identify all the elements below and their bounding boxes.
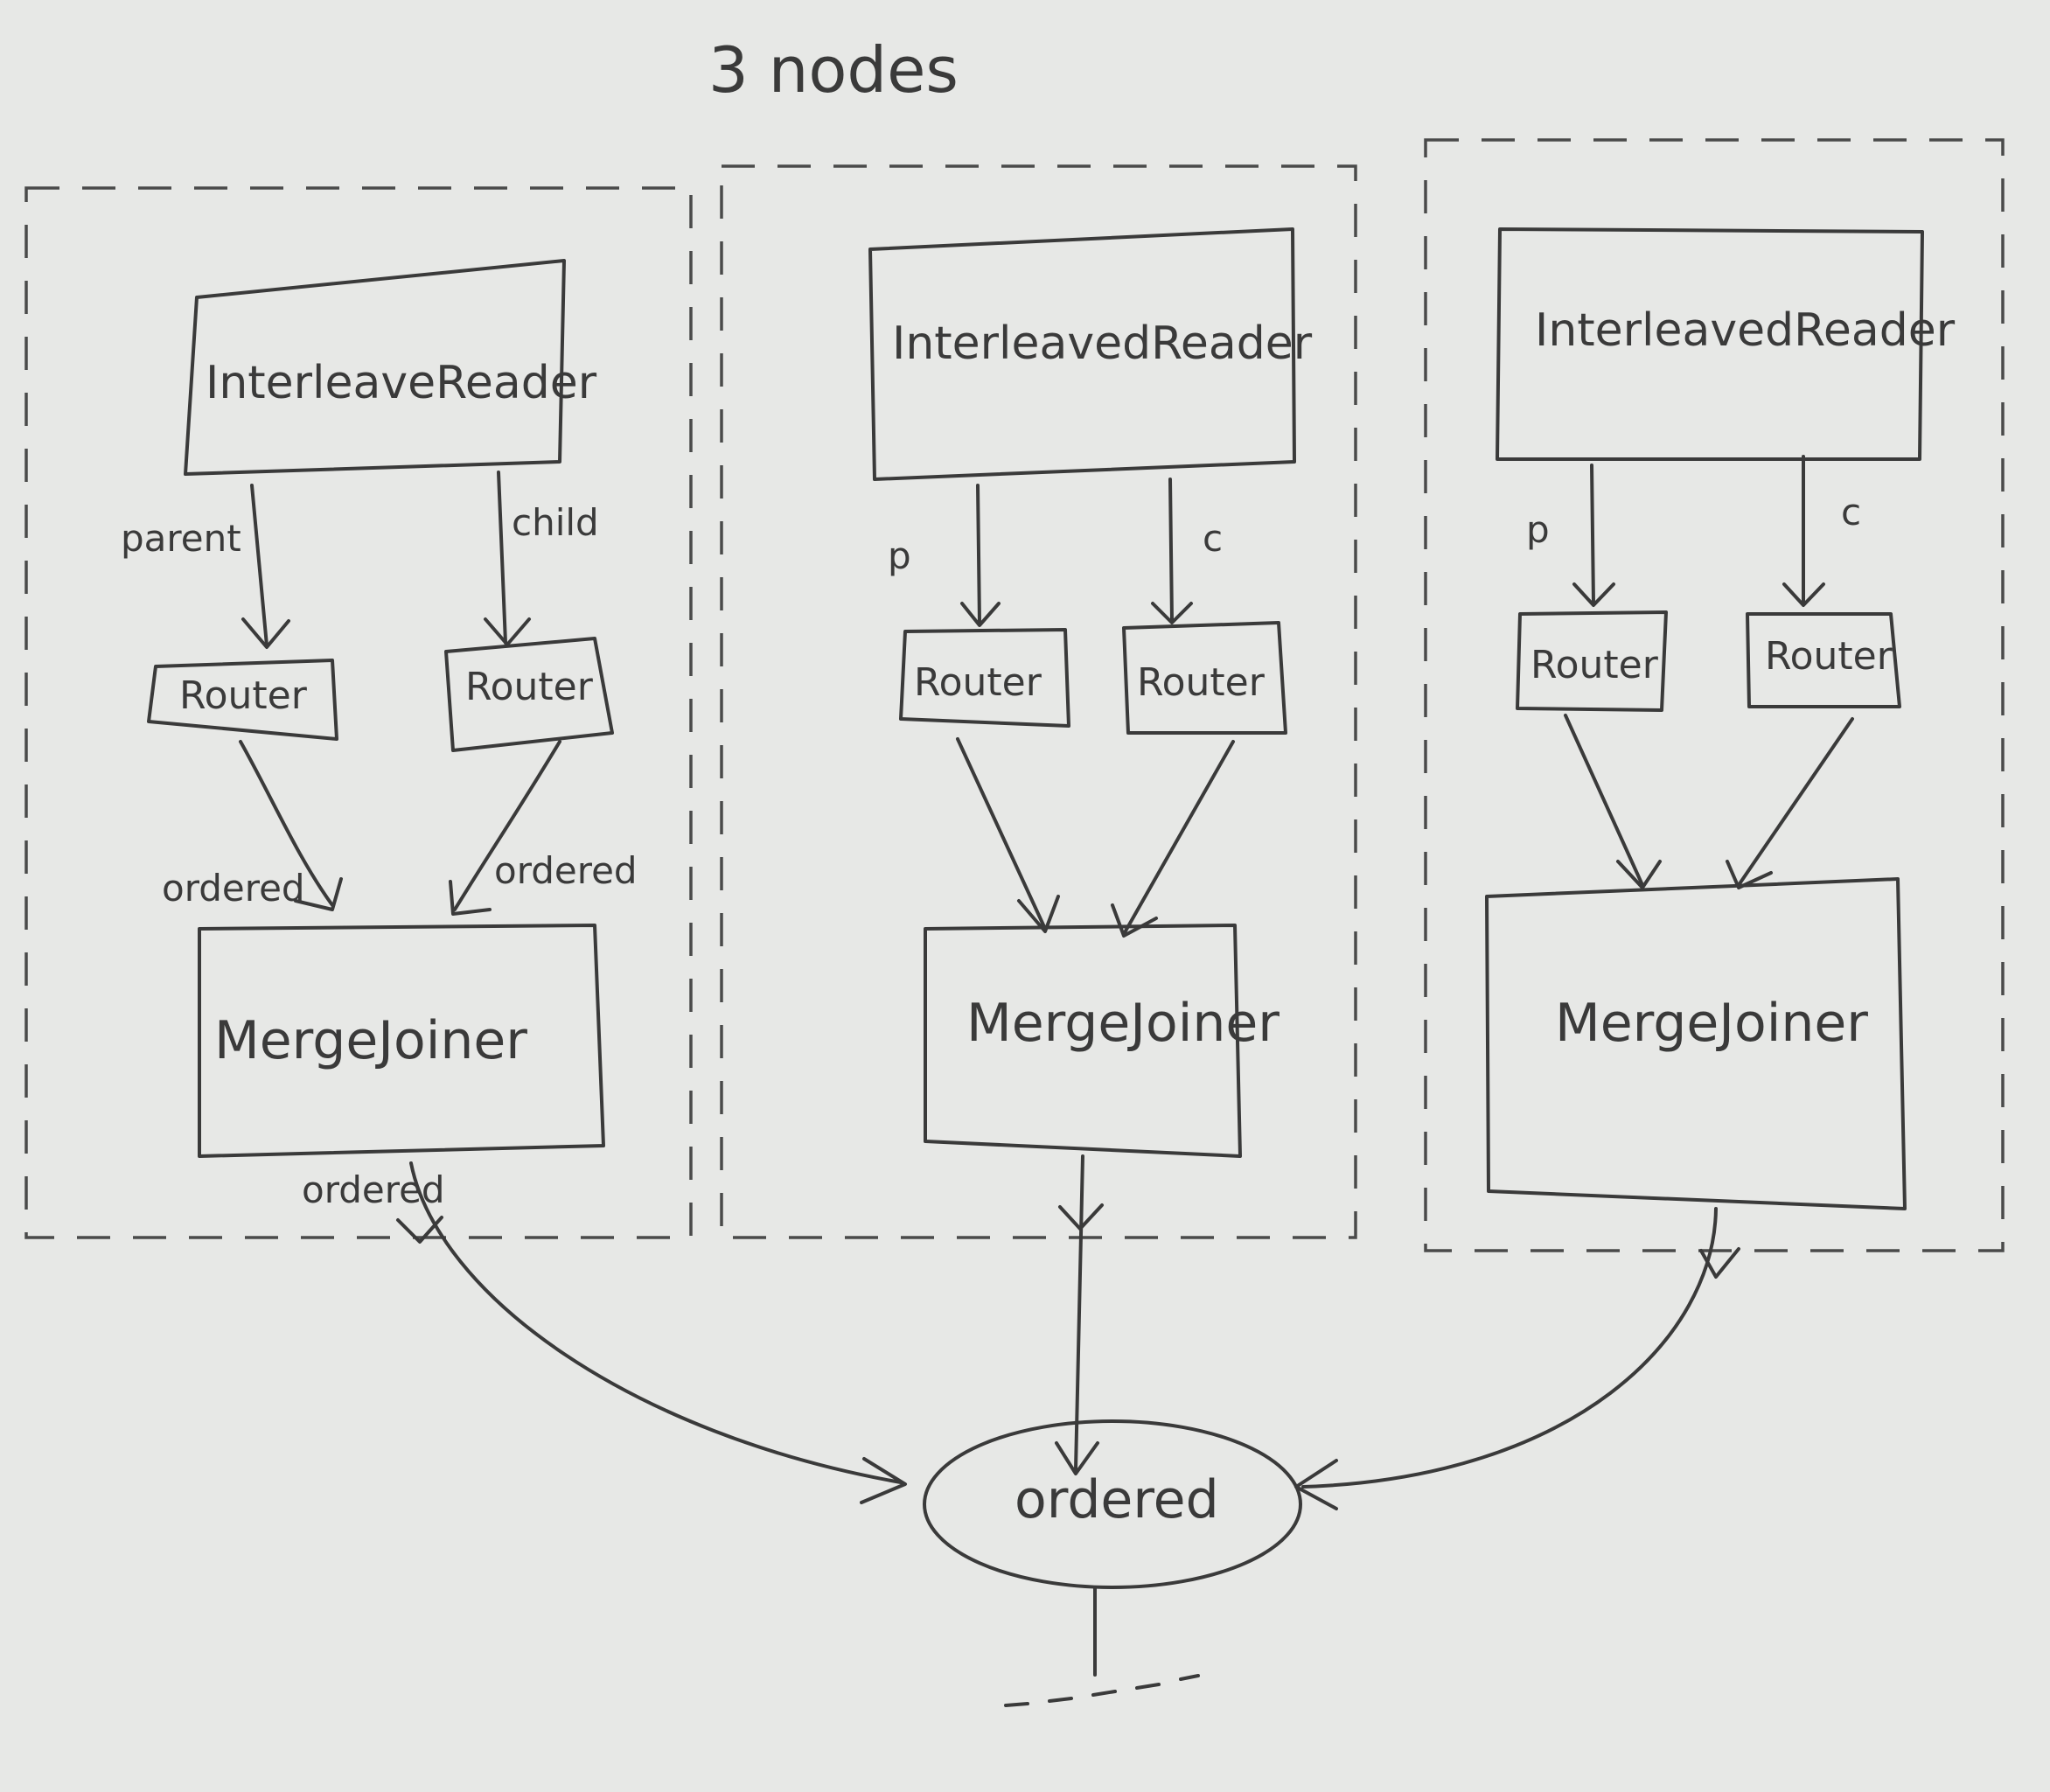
node-1-edge-child: [497, 471, 507, 645]
node-1-output-label: ordered: [302, 1168, 445, 1211]
node-3-edge-p-label: p: [1526, 508, 1550, 551]
node-3-edge-router-right-joiner: [1737, 717, 1854, 887]
node-1-router-left-label: Router: [179, 673, 308, 718]
node-1-edge-parent-label: parent: [121, 517, 241, 560]
node-1-router-right-label: Router: [465, 665, 594, 709]
arrowhead-node-1-output: [396, 1216, 443, 1244]
node-1-edge-child-label: child: [512, 501, 599, 544]
node-1-arrowhead-router-left: [294, 877, 343, 911]
node-3-arrowhead-router-left: [1616, 860, 1662, 889]
node-2-edge-router-left-joiner: [956, 737, 1047, 931]
node-3-router-left-label: Router: [1531, 643, 1659, 687]
node-2-border: [720, 164, 1357, 1239]
edge-node-1-to-sink: [409, 1161, 903, 1484]
node-1-joiner-box: [198, 924, 605, 1158]
node-1-reader-box: [184, 259, 566, 476]
edge-node-2-to-sink: [1074, 1154, 1084, 1471]
node-2-router-left-box: [899, 628, 1070, 728]
node-2-arrowhead-p: [960, 602, 1001, 627]
node-3-edge-router-left-joiner: [1564, 714, 1644, 887]
diagram-title: 3 nodes: [708, 33, 959, 107]
arrowhead-node-2-output: [1058, 1203, 1104, 1231]
node-2-joiner-label: MergeJoiner: [966, 993, 1280, 1054]
node-1-arrowhead-child: [484, 617, 531, 646]
node-1-joiner-label: MergeJoiner: [214, 1010, 527, 1071]
node-1-arrowhead-parent: [241, 617, 290, 649]
node-2-edge-p: [976, 484, 981, 624]
node-3-reader-box: [1496, 227, 1924, 461]
node-1-router-right-box: [444, 637, 614, 752]
node-2-edge-c-label: c: [1203, 517, 1223, 560]
sink-label: ordered: [1015, 1469, 1219, 1531]
node-3-joiner-label: MergeJoiner: [1555, 993, 1868, 1054]
node-1-merge-left-label: ordered: [162, 867, 305, 910]
node-2-edge-router-right-joiner: [1122, 740, 1235, 936]
node-3-edge-c-label: c: [1841, 491, 1861, 533]
node-1: InterleaveReader parent child Router Rou…: [121, 259, 638, 1211]
sink-ellipse: [923, 1419, 1302, 1589]
node-2-router-right-box: [1122, 621, 1287, 735]
node-3-arrowhead-c: [1782, 582, 1825, 607]
node-2-reader-box: [868, 227, 1296, 481]
node-3-router-right-box: [1746, 612, 1901, 708]
node-3-reader-label: InterleavedReader: [1535, 304, 1956, 357]
node-2-reader-label: InterleavedReader: [892, 317, 1313, 370]
node-2-arrowhead-router-left: [1017, 895, 1060, 933]
arrowhead-node-3-output: [1699, 1247, 1740, 1279]
node-1-edge-router-right-joiner: [453, 740, 561, 911]
node-3: InterleavedReader p c Router Router Merg…: [1485, 227, 1956, 1210]
node-1-arrowhead-router-right: [449, 880, 492, 916]
node-2: InterleavedReader p c Router Router Merg…: [868, 227, 1313, 1158]
node-1-merge-right-label: ordered: [494, 849, 638, 892]
node-1-edge-parent: [250, 484, 268, 647]
node-1-edge-router-left-joiner: [239, 740, 334, 907]
arrowhead-node-1-to-sink: [860, 1457, 907, 1504]
node-2-edge-p-label: p: [888, 534, 911, 577]
node-3-arrowhead-p: [1572, 582, 1615, 607]
node-3-border: [1424, 138, 2005, 1252]
node-3-edge-p: [1590, 464, 1595, 605]
node-3-router-right-label: Router: [1765, 634, 1893, 679]
node-2-joiner-box: [924, 924, 1242, 1158]
node-1-reader-label: InterleaveReader: [206, 357, 597, 409]
node-2-arrowhead-router-right: [1111, 903, 1158, 938]
node-2-router-right-label: Router: [1137, 660, 1266, 705]
arrowhead-node-2-to-sink: [1055, 1441, 1099, 1475]
node-3-router-left-box: [1516, 610, 1668, 712]
node-3-joiner-box: [1485, 877, 1907, 1210]
node-1-border: [24, 186, 693, 1239]
node-3-arrowhead-router-right: [1726, 860, 1773, 889]
node-2-router-left-label: Router: [914, 660, 1042, 705]
node-1-router-left-box: [147, 659, 338, 741]
continuation-dots: [1004, 1674, 1200, 1707]
node-2-edge-c: [1168, 478, 1174, 623]
node-2-arrowhead-c: [1151, 602, 1193, 624]
